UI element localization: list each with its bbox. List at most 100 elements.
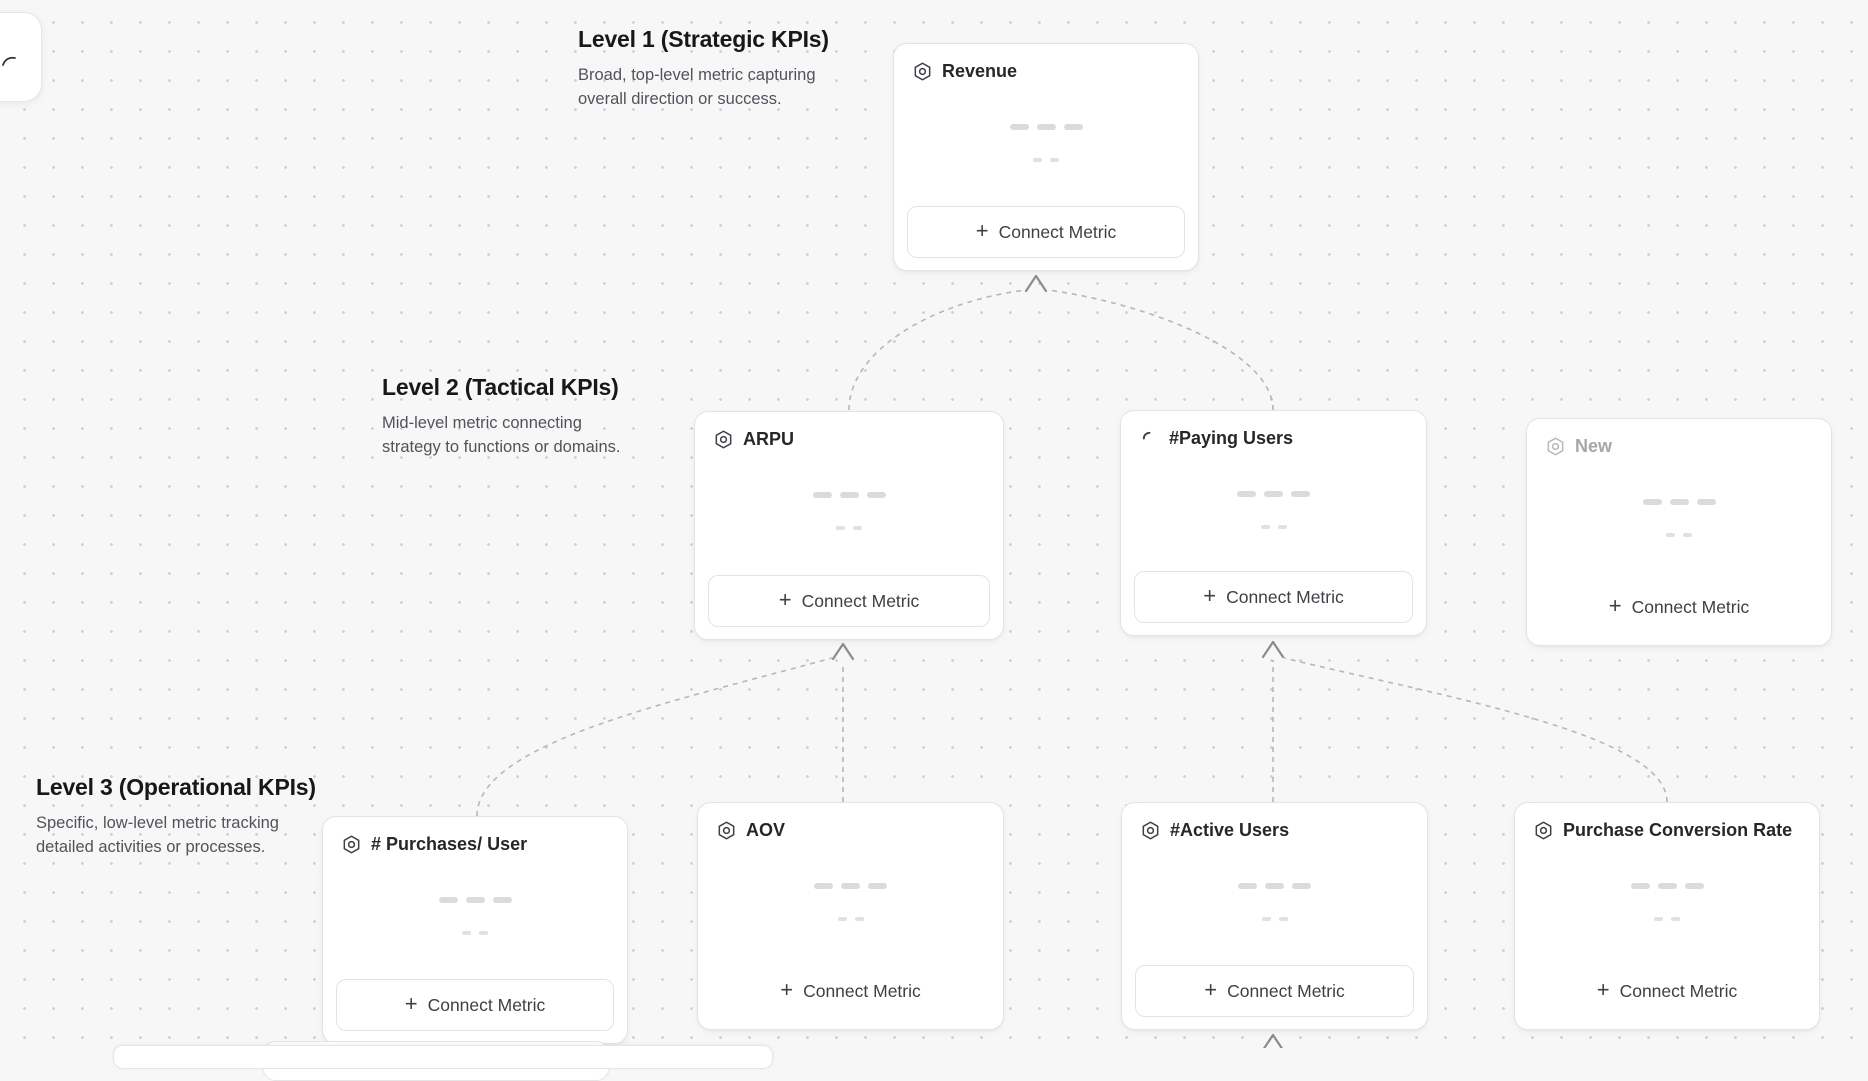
level-1-label: Level 1 (Strategic KPIs) Broad, top-leve… (578, 26, 836, 112)
card-title: Purchase Conversion Rate (1563, 820, 1793, 840)
level-3-description: Specific, low-level metric tracking deta… (36, 814, 279, 856)
level-2-label: Level 2 (Tactical KPIs) Mid-level metric… (382, 374, 630, 460)
card-title: # Purchases/ User (371, 834, 528, 854)
skeleton-row (1261, 917, 1288, 921)
partial-tool-icon (2, 56, 16, 66)
connect-metric-label: Connect Metric (801, 590, 920, 611)
card-header: Purchase Conversion Rate (1533, 820, 1805, 841)
connect-metric-label: Connect Metric (998, 221, 1117, 242)
level-1-description: Broad, top-level metric capturing overal… (578, 66, 816, 108)
metric-card-paying-users[interactable]: #Paying Users + Connect Metric (1120, 410, 1427, 636)
plus-icon: + (1203, 583, 1217, 608)
metric-value-skeleton (1515, 883, 1819, 921)
connect-metric-label: Connect Metric (1631, 596, 1750, 617)
skeleton-row (1238, 883, 1311, 889)
connector-conversion-to-paying-users (1283, 657, 1668, 803)
connect-metric-button[interactable]: + Connect Metric (711, 965, 990, 1017)
connect-metric-label: Connect Metric (1226, 586, 1344, 607)
skeleton-row (462, 931, 488, 935)
metric-value-skeleton (698, 883, 1003, 921)
metric-card-purchase-conversion-rate[interactable]: Purchase Conversion Rate + Connect Metric (1514, 802, 1820, 1030)
skeleton-row (1009, 124, 1083, 130)
metric-card-purchases-per-user[interactable]: # Purchases/ User + Connect Metric (322, 816, 628, 1044)
plus-icon: + (1204, 977, 1218, 1002)
plus-icon: + (404, 991, 418, 1016)
connect-metric-label: Connect Metric (803, 980, 921, 1001)
toolbar-panel-fragment[interactable] (0, 12, 42, 102)
metric-value-skeleton (1122, 883, 1427, 921)
bottom-panel-fragment[interactable] (113, 1045, 773, 1069)
card-header: New (1545, 436, 1817, 457)
plus-icon: + (1608, 593, 1622, 618)
skeleton-row (1642, 499, 1716, 505)
skeleton-row (1666, 533, 1692, 537)
level-2-description: Mid-level metric connecting strategy to … (382, 414, 621, 456)
connect-metric-label: Connect Metric (1619, 980, 1738, 1001)
level-3-label: Level 3 (Operational KPIs) Specific, low… (36, 774, 316, 860)
metric-value-skeleton (894, 124, 1198, 162)
card-title: AOV (746, 820, 786, 840)
card-header: # Purchases/ User (341, 834, 613, 855)
arrow-into-paying-users (1261, 640, 1285, 659)
connect-metric-label: Connect Metric (427, 994, 546, 1015)
connect-metric-button[interactable]: + Connect Metric (907, 206, 1185, 258)
metric-card-aov[interactable]: AOV + Connect Metric (697, 802, 1004, 1030)
arrow-into-active-users (1263, 1033, 1283, 1048)
metric-hexagon-icon (716, 820, 737, 841)
card-header: AOV (716, 820, 989, 841)
card-header: Revenue (912, 61, 1184, 82)
skeleton-row (1033, 158, 1059, 162)
skeleton-row (438, 897, 512, 903)
metric-card-active-users[interactable]: #Active Users + Connect Metric (1121, 802, 1428, 1030)
metric-value-skeleton (695, 492, 1003, 530)
card-title: New (1575, 436, 1613, 456)
card-title: #Active Users (1170, 820, 1290, 840)
skeleton-row (1237, 491, 1310, 497)
skeleton-row (836, 526, 862, 530)
skeleton-row (812, 492, 886, 498)
metric-card-revenue[interactable]: Revenue + Connect Metric (893, 43, 1199, 271)
metric-hexagon-icon (713, 429, 734, 450)
card-title: #Paying Users (1169, 428, 1294, 448)
metric-hexagon-icon (1533, 820, 1554, 841)
connector-paying-users-to-revenue (1047, 289, 1274, 411)
connect-metric-button[interactable]: + Connect Metric (1528, 965, 1806, 1017)
metric-card-new[interactable]: New + Connect Metric (1526, 418, 1832, 646)
card-header: #Paying Users (1139, 428, 1412, 449)
metric-value-skeleton (1527, 499, 1831, 537)
metric-card-arpu[interactable]: ARPU + Connect Metric (694, 411, 1004, 640)
card-title: ARPU (743, 429, 795, 449)
arrow-into-arpu (831, 642, 855, 661)
card-header: #Active Users (1140, 820, 1413, 841)
plus-icon: + (780, 977, 794, 1002)
metric-hexagon-icon (912, 61, 933, 82)
metric-hexagon-icon (1545, 436, 1566, 457)
arrow-into-revenue (1024, 274, 1048, 293)
connect-metric-button[interactable]: + Connect Metric (336, 979, 614, 1031)
connector-arpu-to-revenue (848, 289, 1027, 411)
skeleton-row (814, 883, 887, 889)
metric-hexagon-icon (341, 834, 362, 855)
level-3-title: Level 3 (Operational KPIs) (36, 774, 316, 800)
connect-metric-button[interactable]: + Connect Metric (1134, 571, 1413, 623)
card-header: ARPU (713, 429, 989, 450)
spinner-icon (1139, 428, 1160, 449)
plus-icon: + (778, 587, 792, 612)
metric-value-skeleton (1121, 491, 1426, 529)
skeleton-row (1654, 917, 1680, 921)
connect-metric-button[interactable]: + Connect Metric (708, 575, 990, 627)
plus-icon: + (1596, 977, 1610, 1002)
skeleton-row (837, 917, 864, 921)
connect-metric-button[interactable]: + Connect Metric (1135, 965, 1414, 1017)
connect-metric-label: Connect Metric (1227, 980, 1345, 1001)
connector-purchases-to-arpu (476, 657, 833, 817)
skeleton-row (1630, 883, 1704, 889)
metric-hexagon-icon (1140, 820, 1161, 841)
connect-metric-button[interactable]: + Connect Metric (1540, 581, 1818, 633)
level-1-title: Level 1 (Strategic KPIs) (578, 26, 829, 52)
skeleton-row (1260, 525, 1287, 529)
metric-value-skeleton (323, 897, 627, 935)
level-2-title: Level 2 (Tactical KPIs) (382, 374, 619, 400)
plus-icon: + (975, 218, 989, 243)
